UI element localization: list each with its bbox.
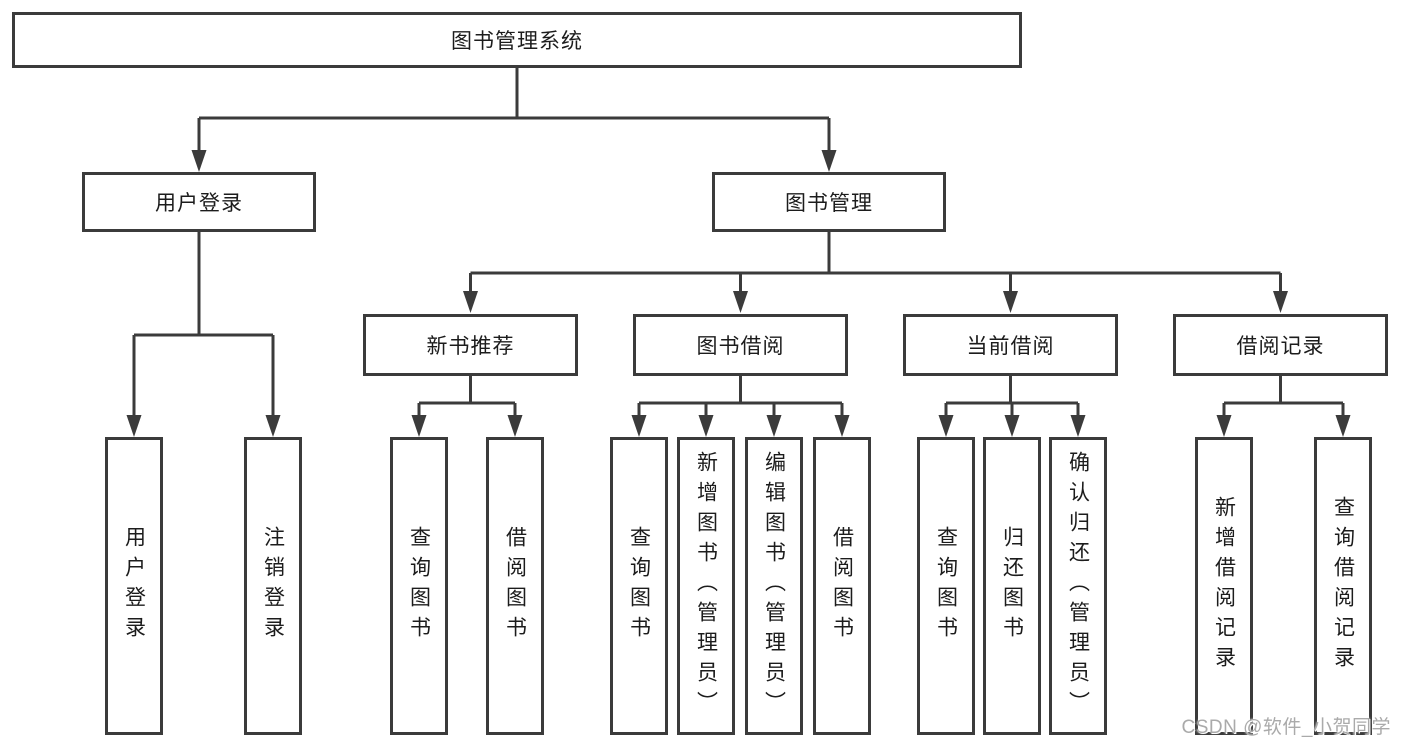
leaf-bb-borrow-books-label: 借阅图书	[830, 526, 854, 646]
connector-bookmgmt-to-level3	[463, 232, 1288, 313]
leaf-logout: 注销登录	[244, 437, 302, 735]
leaf-cb-query-books-label: 查询图书	[934, 526, 958, 646]
node-new-book-rec-label: 新书推荐	[426, 335, 515, 358]
leaf-br-add-record: 新增借阅记录	[1195, 437, 1253, 735]
leaf-bb-add-books-admin: 新增图书（管理员）	[677, 437, 735, 735]
leaf-nbr-query-books-label: 查询图书	[407, 526, 431, 646]
connector-userlogin-to-children	[126, 232, 281, 437]
leaf-nbr-borrow-books-label: 借阅图书	[503, 526, 527, 646]
node-current-borrow-label: 当前借阅	[966, 335, 1055, 358]
node-book-mgmt-label: 图书管理	[785, 192, 873, 215]
leaf-br-add-record-label: 新增借阅记录	[1212, 496, 1236, 676]
node-book-mgmt: 图书管理	[712, 172, 946, 232]
connector-bookborrow-to-children	[631, 376, 850, 437]
node-root: 图书管理系统	[12, 12, 1022, 68]
node-book-borrow-label: 图书借阅	[696, 335, 785, 358]
node-current-borrow: 当前借阅	[903, 314, 1118, 376]
leaf-cb-confirm-return-admin: 确认归还（管理员）	[1049, 437, 1107, 735]
leaf-br-query-record-label: 查询借阅记录	[1331, 496, 1355, 676]
node-borrow-records: 借阅记录	[1173, 314, 1388, 376]
connector-root-to-level2	[191, 68, 837, 172]
leaf-bb-query-books: 查询图书	[610, 437, 668, 735]
node-borrow-records-label: 借阅记录	[1236, 335, 1325, 358]
leaf-bb-edit-books-admin-label: 编辑图书（管理员）	[762, 451, 786, 721]
leaf-bb-query-books-label: 查询图书	[627, 526, 651, 646]
leaf-bb-edit-books-admin: 编辑图书（管理员）	[745, 437, 803, 735]
connector-newbookrec-to-children	[411, 376, 523, 437]
leaf-nbr-borrow-books: 借阅图书	[486, 437, 544, 735]
node-user-login: 用户登录	[82, 172, 316, 232]
leaf-cb-query-books: 查询图书	[917, 437, 975, 735]
connector-borrowrecords-to-children	[1216, 376, 1351, 437]
node-book-borrow: 图书借阅	[633, 314, 848, 376]
watermark: CSDN @软件_小贺同学	[1181, 717, 1391, 738]
leaf-cb-return-books: 归还图书	[983, 437, 1041, 735]
node-user-login-label: 用户登录	[155, 192, 243, 215]
leaf-bb-add-books-admin-label: 新增图书（管理员）	[694, 451, 718, 721]
leaf-user-login: 用户登录	[105, 437, 163, 735]
node-new-book-rec: 新书推荐	[363, 314, 578, 376]
leaf-bb-borrow-books: 借阅图书	[813, 437, 871, 735]
leaf-cb-confirm-return-admin-label: 确认归还（管理员）	[1066, 451, 1090, 721]
leaf-logout-label: 注销登录	[261, 526, 285, 646]
connector-currentborrow-to-children	[938, 376, 1086, 437]
leaf-user-login-label: 用户登录	[122, 526, 146, 646]
leaf-cb-return-books-label: 归还图书	[1000, 526, 1024, 646]
node-root-label: 图书管理系统	[451, 30, 583, 53]
leaf-br-query-record: 查询借阅记录	[1314, 437, 1372, 735]
leaf-nbr-query-books: 查询图书	[390, 437, 448, 735]
